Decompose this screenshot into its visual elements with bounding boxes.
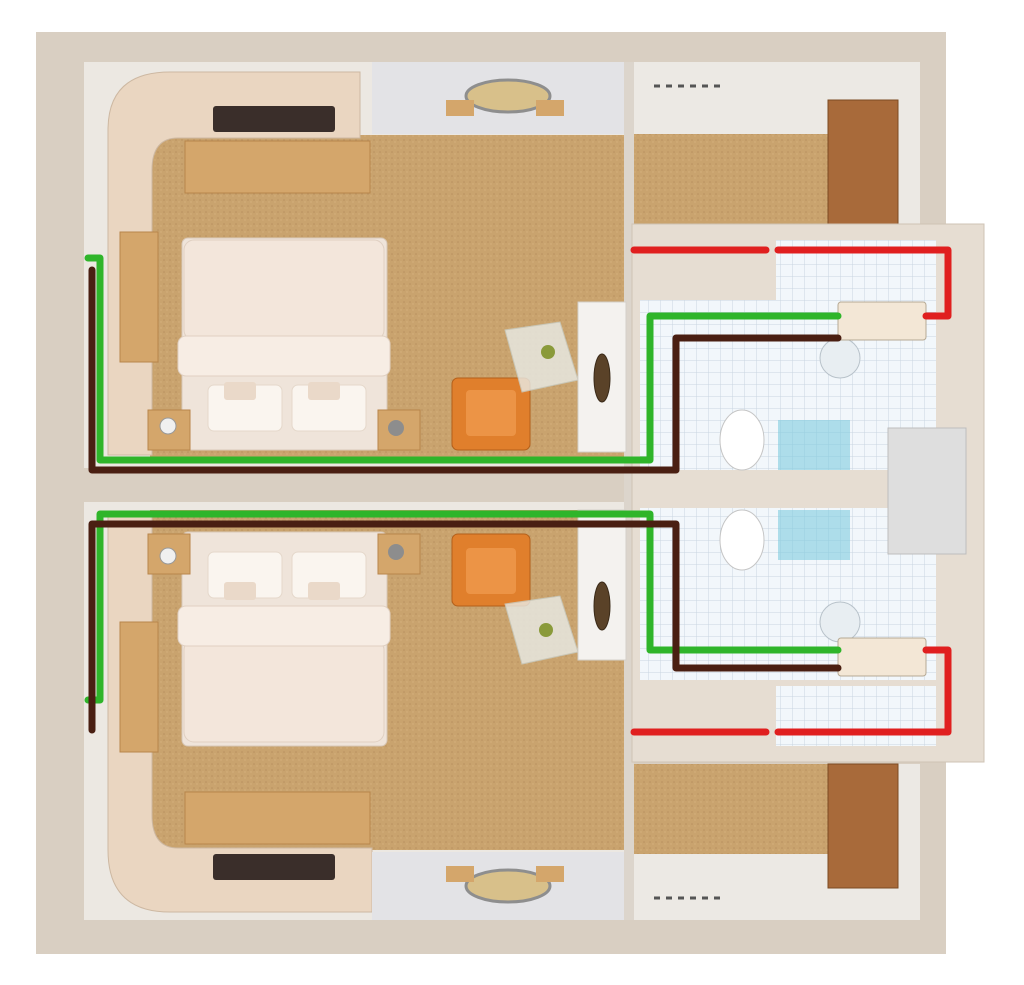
upper-lamp-left — [159, 417, 177, 435]
vertical-partition-wall — [624, 62, 634, 920]
upper-desk — [184, 140, 371, 194]
lower-lamp-right — [388, 544, 404, 560]
lower-toilet — [719, 509, 765, 571]
lower-room-curved-panel — [107, 511, 373, 913]
lower-cushion-left — [224, 582, 256, 600]
lower-entry-door — [827, 763, 899, 889]
lower-tv — [213, 854, 335, 880]
lower-sink — [819, 601, 861, 643]
lower-headboard — [119, 621, 159, 753]
lower-bed-blanket — [183, 639, 385, 743]
lower-exhaust-air-duct — [88, 520, 842, 734]
lower-mirror — [593, 581, 611, 631]
lower-ceiling-light — [464, 868, 552, 904]
upper-light-base-right — [536, 100, 564, 116]
lower-lamp-left — [159, 547, 177, 565]
upper-tv — [213, 106, 335, 132]
upper-lamp-right — [388, 420, 404, 436]
lower-light-base-right — [536, 866, 564, 882]
lower-desk — [184, 791, 371, 845]
upper-room — [84, 62, 624, 468]
upper-cushion-left — [224, 382, 256, 400]
upper-light-base-left — [446, 100, 474, 116]
upper-tile-accent — [778, 420, 850, 470]
upper-entry-door — [827, 99, 899, 225]
lower-hot-water-pipe — [630, 646, 952, 736]
lower-plant — [539, 623, 553, 637]
upper-nightstand-right — [377, 409, 421, 451]
upper-toilet — [719, 409, 765, 471]
upper-bed-fold — [177, 335, 391, 377]
lower-tile-accent — [778, 510, 850, 560]
lower-bathroom-vanity — [776, 686, 936, 746]
bathroom-zone — [577, 62, 985, 920]
lower-armchair-seat — [466, 548, 516, 594]
lower-supply-air-duct — [84, 510, 842, 704]
upper-exhaust-air-duct — [88, 266, 842, 474]
upper-hot-water-pipe — [630, 246, 952, 320]
upper-hvac-unit — [837, 301, 927, 341]
upper-plant — [541, 345, 555, 359]
service-shaft — [887, 427, 967, 555]
upper-ceiling-light — [464, 78, 552, 114]
upper-supply-air-duct — [84, 254, 842, 464]
lower-cushion-right — [308, 582, 340, 600]
lower-hvac-unit — [837, 637, 927, 677]
upper-armchair-seat — [466, 390, 516, 436]
upper-bed-blanket — [183, 239, 385, 341]
upper-headboard — [119, 231, 159, 363]
upper-cushion-right — [308, 382, 340, 400]
upper-hall-carpet — [634, 134, 830, 224]
pipes — [84, 246, 952, 736]
lower-hall-carpet — [634, 764, 830, 854]
lower-room — [84, 502, 624, 920]
upper-mirror — [593, 353, 611, 403]
upper-sink — [819, 337, 861, 379]
lower-bed-fold — [177, 605, 391, 647]
lower-light-base-left — [446, 866, 474, 882]
room-divider-wall — [84, 470, 644, 500]
